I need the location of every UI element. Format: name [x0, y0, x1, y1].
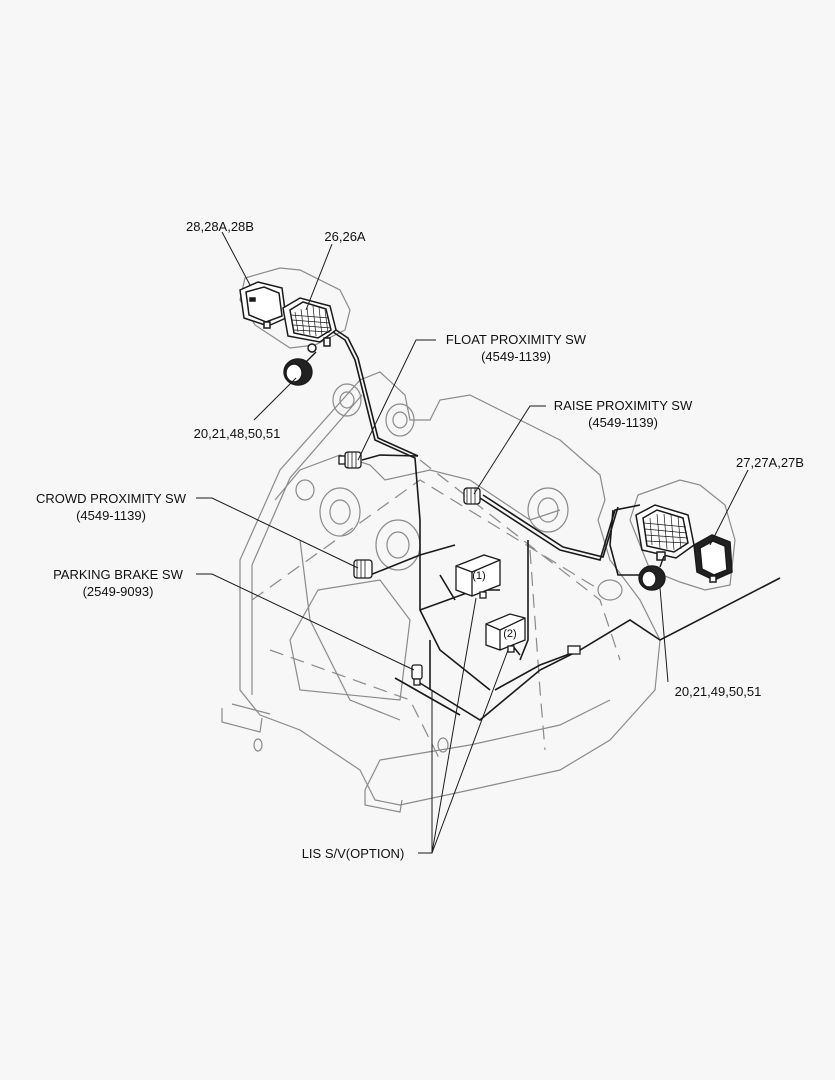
front-lamp-left — [239, 281, 287, 329]
wiring-harness — [329, 327, 781, 721]
front-lamp-right — [693, 534, 733, 583]
lis-solenoid-valve-1 — [455, 554, 501, 599]
horn-part-label-right: 20,21,49,50,51 — [674, 684, 762, 699]
raise-switch-title: RAISE PROXIMITY SW — [553, 398, 693, 413]
horn-left — [283, 351, 317, 386]
work-lamp-right — [635, 504, 695, 561]
raise-switch-part: (4549-1139) — [588, 415, 658, 430]
work-lamp-left — [282, 297, 337, 353]
valve-1-marker: (1) — [472, 570, 486, 582]
crowd-switch-part: (4549-1139) — [76, 508, 146, 523]
loader-frame — [221, 267, 736, 813]
leader-lines — [196, 231, 749, 854]
parking-brake-switch — [411, 664, 423, 686]
lamp-part-label-left: 28,28A,28B — [186, 219, 254, 234]
raise-proximity-switch — [463, 487, 481, 505]
float-proximity-switch — [338, 451, 362, 469]
crowd-switch-title: CROWD PROXIMITY SW — [36, 491, 186, 506]
parking-switch-title: PARKING BRAKE SW — [53, 567, 183, 582]
lis-solenoid-valve-2 — [485, 613, 526, 653]
float-switch-title: FLOAT PROXIMITY SW — [445, 332, 587, 347]
horn-part-label-left: 20,21,48,50,51 — [193, 426, 281, 441]
float-switch-part: (4549-1139) — [481, 349, 551, 364]
valve-2-marker: (2) — [503, 628, 517, 640]
parking-switch-part: (2549-9093) — [82, 584, 154, 599]
lis-sv-label: LIS S/V(OPTION) — [301, 846, 405, 861]
horn-right — [638, 555, 666, 591]
lamp-part-label-right: 27,27A,27B — [736, 455, 804, 470]
harness-connector — [567, 645, 581, 655]
crowd-proximity-switch — [353, 559, 373, 579]
work-lamp-part-label-left: 26,26A — [324, 229, 366, 244]
